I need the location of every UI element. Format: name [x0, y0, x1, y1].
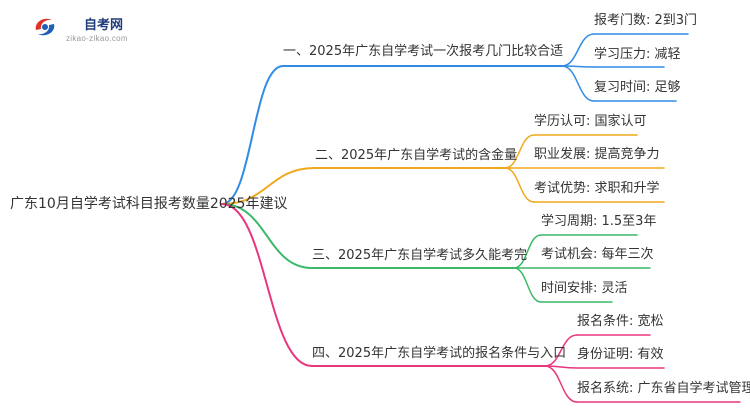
leaf-2-1: 学历认可: 国家认可: [534, 114, 647, 129]
connector-branch-1-leaf-3: [561, 65, 595, 102]
connector-branch-2-leaf-1: [504, 134, 535, 169]
leaf-3-1: 学习周期: 1.5至3年: [541, 214, 657, 229]
connector-branch-3-leaf-1: [513, 234, 542, 269]
leaf-2-2: 职业发展: 提高竞争力: [534, 147, 660, 162]
connector-root-to-branch-2: [221, 167, 316, 205]
connector-branch-4-leaf-3: [544, 365, 578, 403]
logo-swirl-icon: [35, 18, 55, 36]
connector-root-to-branch-4: [221, 203, 313, 367]
leaf-4-2: 身份证明: 有效: [577, 347, 664, 362]
connector-branch-2-leaf-3: [504, 167, 535, 203]
logo: 自考网 zikao-zikao.com: [28, 12, 148, 52]
branch-1-label: 一、2025年广东自学考试一次报考几门比较合适: [283, 44, 564, 59]
connector-branch-1-leaf-1: [561, 33, 595, 67]
leaf-1-3: 复习时间: 足够: [594, 80, 681, 95]
branch-4-label: 四、2025年广东自学考试的报名条件与入口: [312, 346, 567, 361]
connector-root-to-branch-3: [221, 203, 313, 269]
branch-3-label: 三、2025年广东自学考试多久能考完: [312, 248, 528, 263]
logo-title: 自考网: [84, 18, 124, 33]
leaf-3-3: 时间安排: 灵活: [541, 281, 628, 296]
connector-branch-4-leaf-1: [544, 334, 578, 367]
connector-root-to-branch-1: [221, 65, 284, 205]
leaf-2-3: 考试优势: 求职和升学: [534, 181, 660, 196]
leaf-3-2: 考试机会: 每年三次: [541, 247, 654, 262]
connector-branch-3-leaf-3: [513, 267, 542, 303]
leaf-1-2: 学习压力: 减轻: [594, 47, 681, 62]
leaf-4-1: 报名条件: 宽松: [577, 314, 664, 329]
branch-2-label: 二、2025年广东自学考试的含金量: [315, 148, 518, 163]
root-node: 广东10月自学考试科目报考数量2025年建议: [10, 196, 288, 212]
leaf-4-3: 报名系统: 广东省自学考试管理系统: [577, 381, 750, 396]
logo-url: zikao-zikao.com: [66, 34, 128, 43]
leaf-1-1: 报考门数: 2到3门: [594, 13, 698, 28]
